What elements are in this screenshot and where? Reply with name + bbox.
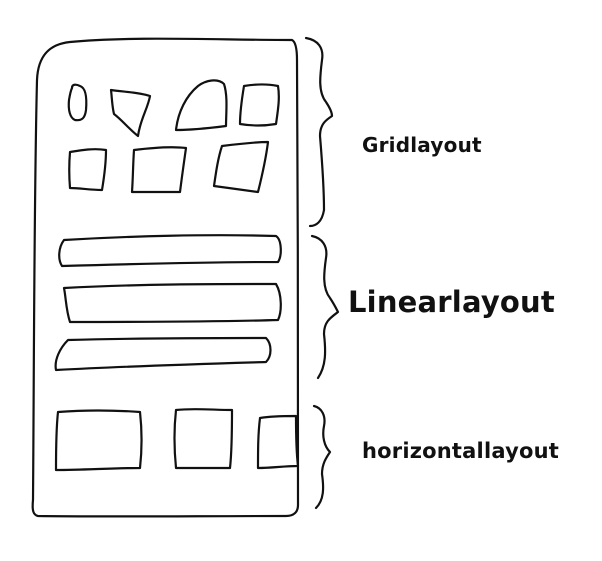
grid-cell-2 xyxy=(109,88,152,138)
grid-brace xyxy=(304,36,334,228)
linear-row-3 xyxy=(54,336,272,372)
grid-cell-3 xyxy=(174,79,228,132)
gridlayout-label: Gridlayout xyxy=(362,133,482,157)
horizontal-item-2 xyxy=(173,408,234,470)
grid-cell-6 xyxy=(130,146,188,194)
linear-row-1 xyxy=(58,234,282,268)
grid-cell-7 xyxy=(212,140,270,194)
horizontal-brace xyxy=(312,404,332,510)
grid-cell-5 xyxy=(68,148,108,192)
grid-cell-1 xyxy=(67,83,88,122)
linearlayout-label: Linearlayout xyxy=(348,285,555,319)
grid-cell-4 xyxy=(238,83,280,127)
linear-row-2 xyxy=(62,282,282,324)
linear-brace xyxy=(310,234,340,380)
horizontal-item-3 xyxy=(256,414,300,470)
phone-frame xyxy=(31,37,300,518)
horizontal-item-1 xyxy=(54,409,143,472)
horizontallayout-label: horizontallayout xyxy=(362,439,559,463)
